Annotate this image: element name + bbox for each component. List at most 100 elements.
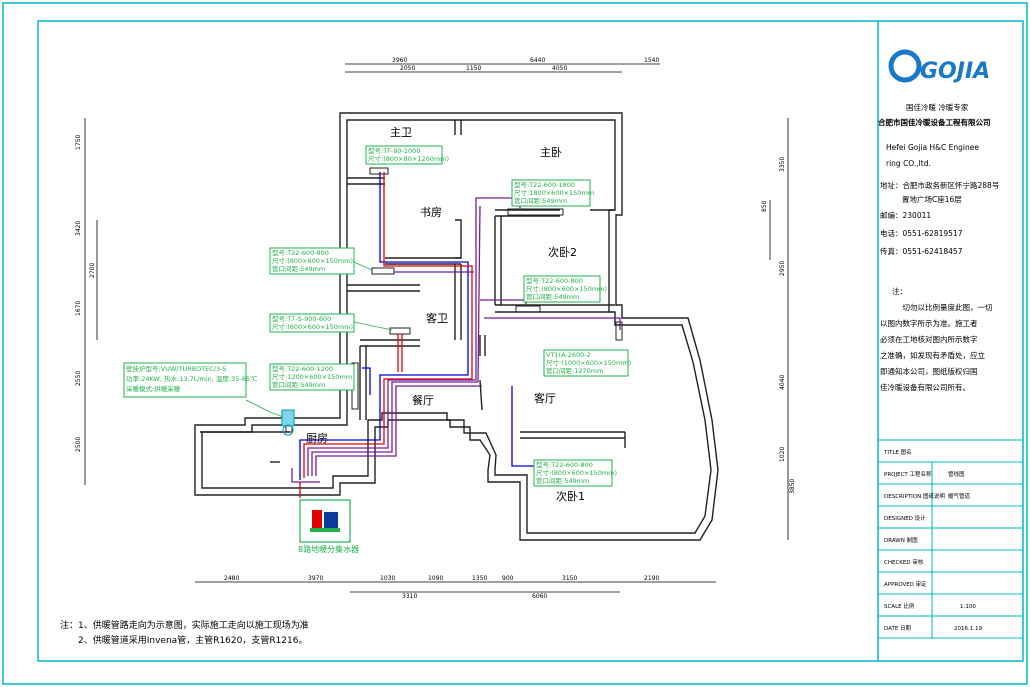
dim-top-2: 1150 <box>466 65 481 72</box>
manifold: 8路地暖分集水器 <box>298 499 359 554</box>
svg-text:型号:T22-600-1800: 型号:T22-600-1800 <box>514 180 575 189</box>
dim-left-5: 2550 <box>75 371 82 386</box>
svg-text:尺寸:(600×600×150mm): 尺寸:(600×600×150mm) <box>272 322 353 331</box>
svg-text:管口间距:549mm: 管口间距:549mm <box>514 196 567 205</box>
company-name-en-1: Hefei Gojia H&C Enginee <box>886 143 979 152</box>
label-guest-bath: 型号:T7-S-900-600 尺寸:(600×600×150mm) <box>269 313 355 333</box>
svg-text:功率:24KW, 热水:13.7L/min, 温度:35-6: 功率:24KW, 热水:13.7L/min, 温度:35-65℃ <box>126 374 257 383</box>
company-name-cn-1: 国佳冷暖 冷暖专家 <box>906 102 969 112</box>
note-title: 注： <box>892 286 907 296</box>
dim-right-3: 2950 <box>779 261 786 276</box>
postcode: 邮编：230011 <box>880 210 931 220</box>
label-boiler: 壁挂炉型号:VUW/TURBOTEC/3-5 功率:24KW, 热水:13.7L… <box>123 362 257 398</box>
tb-row-approved-label: APPROVED 审定 <box>884 580 927 588</box>
dim-right-4: 4040 <box>779 375 786 390</box>
svg-text:GOJIA: GOJIA <box>920 59 990 84</box>
dim-top-4: 1540 <box>644 57 659 64</box>
tb-note-3: 必须在工地核对图内所示数字 <box>880 334 978 344</box>
svg-text:型号:T22-600-800: 型号:T22-600-800 <box>272 248 329 257</box>
svg-text:管口间距:549mm: 管口间距:549mm <box>536 476 589 485</box>
note-line-2: 2、供暖管道采用Invena管，主管R1620，支管R1216。 <box>60 634 307 646</box>
svg-text:VT1(A-2600-2: VT1(A-2600-2 <box>546 351 591 359</box>
tb-row-title-label: TITLE 图名 <box>883 448 912 456</box>
dim-bottom-8: 2190 <box>644 575 659 582</box>
svg-text:管口间距:549mm: 管口间距:549mm <box>526 292 579 301</box>
dim-right-5: 1020 <box>779 447 786 462</box>
tb-row-desc-label: DESCRIPTION 图纸说明 <box>884 492 945 500</box>
label-dining: 型号:T22-600-1200 尺寸:1200×600×150mm 管口间距:5… <box>269 363 355 391</box>
dim-top-3: 6440 <box>530 57 545 64</box>
svg-text:管口间距:1270mm: 管口间距:1270mm <box>546 366 603 375</box>
label-master-bed: 型号:T22-600-1800 尺寸:1800×600×150mm 管口间距:5… <box>511 179 594 207</box>
boiler-symbol <box>281 409 295 436</box>
dim-left-4: 1670 <box>75 301 82 316</box>
dim-bottom-1: 2480 <box>224 575 239 582</box>
label-second-bed-1: 型号:T22-600-800 尺寸:(800×600×150mm) 管口间距:5… <box>533 459 617 487</box>
room-kitchen: 厨房 <box>306 432 328 445</box>
svg-text:型号:T22-600-800: 型号:T22-600-800 <box>536 460 593 469</box>
room-dining: 餐厅 <box>412 393 434 407</box>
tb-note-6: 佳冷暖设备有限公司所有。 <box>880 382 970 392</box>
dim-right-6: 3850 <box>789 479 796 494</box>
room-second-bed-2: 次卧2 <box>548 245 577 259</box>
dim-bottom-6: 900 <box>502 575 514 582</box>
room-second-bed-1: 次卧1 <box>556 489 585 503</box>
svg-text:壁挂炉型号:VUW/TURBOTEC/3-5: 壁挂炉型号:VUW/TURBOTEC/3-5 <box>126 364 227 373</box>
tb-row-date-label: DATE 日期 <box>884 625 912 632</box>
label-living: VT1(A-2600-2 尺寸:(1000×600×150mm) 管口间距:12… <box>543 349 631 377</box>
address-line-1: 地址：合肥市政务新区怀宁路288号 <box>880 180 999 190</box>
svg-text:尺寸:1800×600×150mm: 尺寸:1800×600×150mm <box>514 188 594 197</box>
svg-text:尺寸:(800×600×150mm): 尺寸:(800×600×150mm) <box>526 284 607 293</box>
tb-row-drawn-label: DRAWN 制图 <box>884 536 918 544</box>
label-master-bath: 型号:TF-90-1000 尺寸:(800×80×1200mm) <box>365 145 449 165</box>
dim-bottom-7: 3150 <box>562 575 577 582</box>
walls <box>194 112 719 541</box>
room-living: 客厅 <box>534 391 556 405</box>
svg-text:采暖模式:供暖采暖: 采暖模式:供暖采暖 <box>126 384 181 393</box>
dim-bottom-5: 1350 <box>472 575 487 582</box>
tb-note-1: 切勿以比例量度此图，一切 <box>880 302 993 312</box>
svg-text:管口间距:549mm: 管口间距:549mm <box>272 264 325 273</box>
svg-text:型号:TF-90-1000: 型号:TF-90-1000 <box>368 146 420 155</box>
dim-top-5: 2050 <box>400 65 415 72</box>
room-study: 书房 <box>420 206 442 219</box>
tb-row-desc-value: 暖气管道 <box>948 492 971 500</box>
svg-text:尺寸:1200×600×150mm: 尺寸:1200×600×150mm <box>272 372 352 381</box>
address-line-2: 置地广场C座16层 <box>902 194 962 204</box>
dim-top-1: 3960 <box>392 57 407 64</box>
svg-text:8路地暖分集水器: 8路地暖分集水器 <box>298 544 359 554</box>
phone: 电话：0551-62819517 <box>880 228 963 238</box>
label-second-bed-2: 型号:T22-600-800 尺寸:(800×600×150mm) 管口间距:5… <box>523 275 607 303</box>
room-master-bed: 主卧 <box>540 146 562 159</box>
tb-row-designed-label: DESIGNED 设计 <box>884 514 926 522</box>
svg-text:型号:T7-S-900-600: 型号:T7-S-900-600 <box>272 314 331 323</box>
note-line-1: 注：1、供暖管路走向为示意图，实际施工走向以施工现场为准 <box>60 619 309 631</box>
svg-text:型号:T22-600-800: 型号:T22-600-800 <box>526 276 583 285</box>
inner-frame <box>37 20 1024 662</box>
title-block: GOJIA 国佳冷暖 冷暖专家 合肥市国佳冷暖设备工程有限公司 Hefei Go… <box>878 49 1023 639</box>
svg-text:尺寸:(800×600×150mm): 尺寸:(800×600×150mm) <box>272 256 353 265</box>
heating-pipes <box>291 172 621 498</box>
dim-right-2: 850 <box>761 200 768 212</box>
tb-row-date-value: 2016.1.19 <box>954 626 982 632</box>
svg-text:尺寸:(1000×600×150mm): 尺寸:(1000×600×150mm) <box>546 358 631 367</box>
dim-bottom-9: 3310 <box>402 593 417 600</box>
dim-bottom-10: 6060 <box>532 593 547 600</box>
svg-text:尺寸:(800×80×1200mm): 尺寸:(800×80×1200mm) <box>368 154 449 163</box>
company-name-en-2: ring CO.,ltd. <box>886 159 931 168</box>
tb-row-scale-label: SCALE 比例 <box>884 602 915 610</box>
svg-text:尺寸:(800×600×150mm): 尺寸:(800×600×150mm) <box>536 468 617 477</box>
tb-note-2: 以图内数字所示为准。施工者 <box>880 318 978 328</box>
dim-top-6: 4050 <box>552 65 567 72</box>
room-guest-bath: 客卫 <box>426 311 448 325</box>
tb-row-project-label: PROJECT 工程名称 <box>884 470 932 478</box>
dim-right-1: 3350 <box>779 157 786 172</box>
svg-text:型号:T22-600-1200: 型号:T22-600-1200 <box>272 364 333 373</box>
tb-row-checked-label: CHECKED 审核 <box>884 558 924 566</box>
tb-note-4: 之准确，如发现有矛盾处，应立 <box>880 350 985 360</box>
room-master-bath: 主卫 <box>390 126 412 139</box>
tb-row-scale-value: 1:100 <box>960 604 976 610</box>
dim-left-3: 2700 <box>89 263 96 278</box>
